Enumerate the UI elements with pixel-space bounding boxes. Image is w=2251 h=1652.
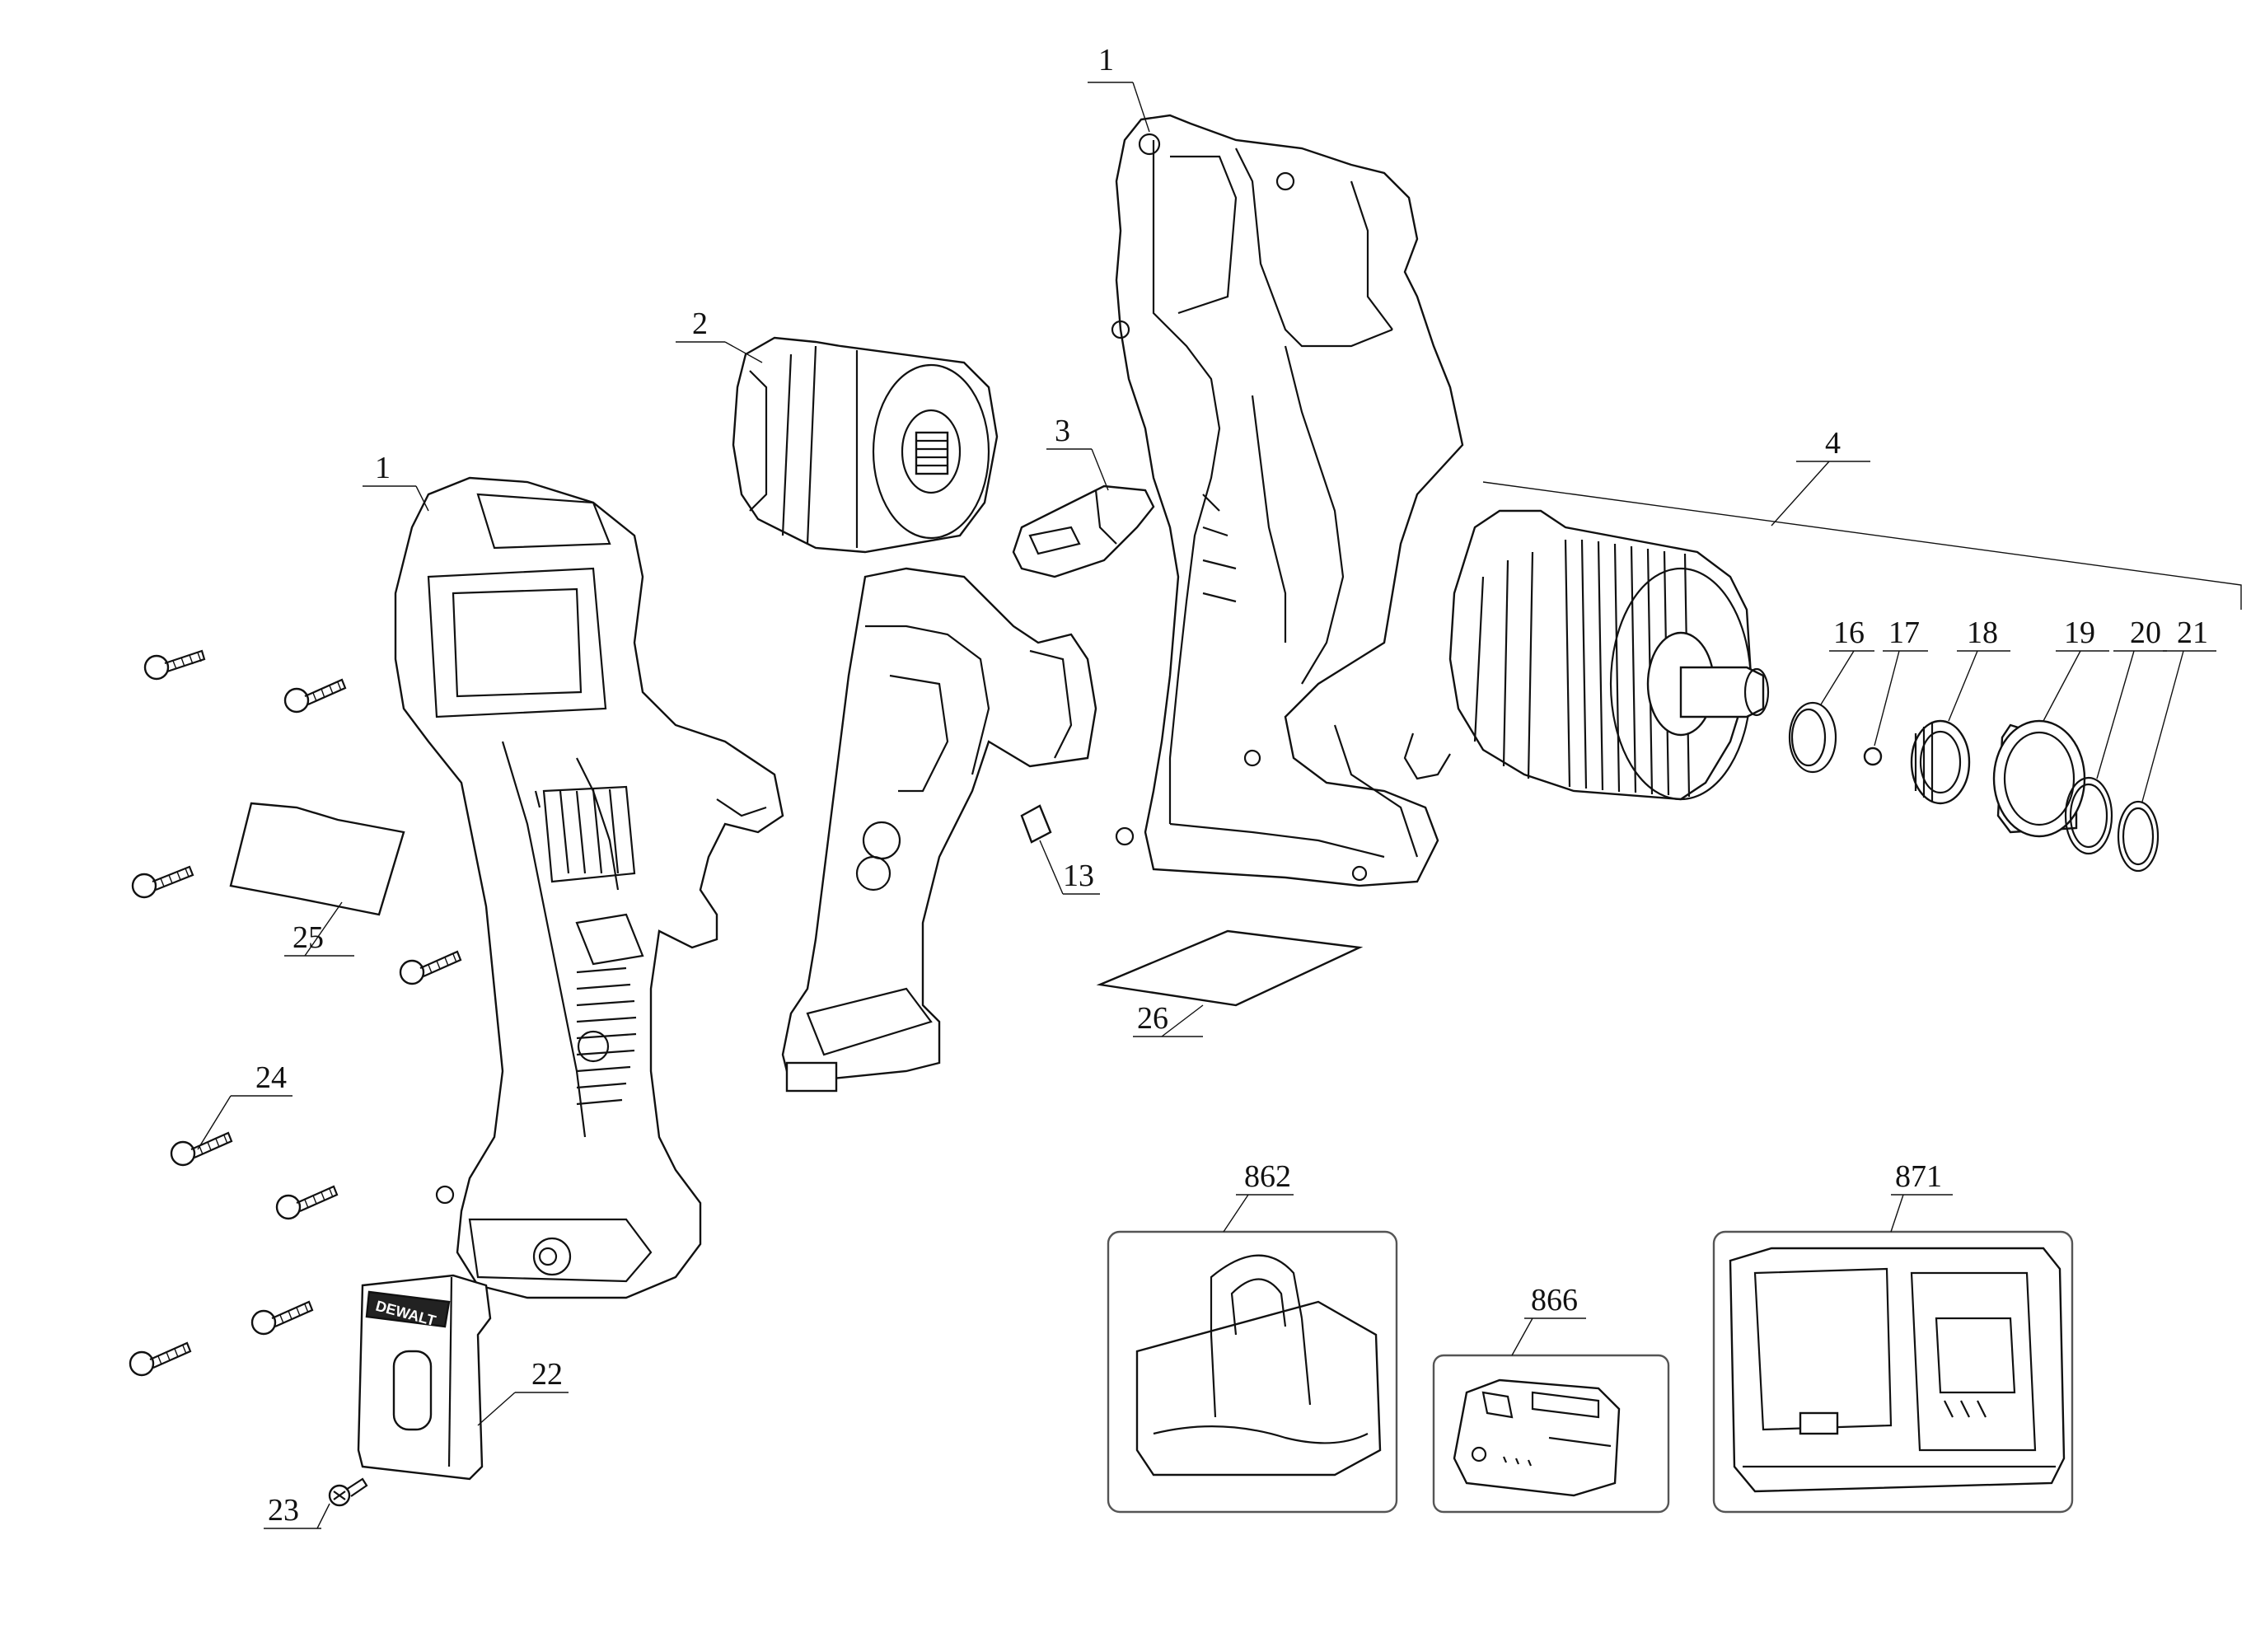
screw	[275, 1185, 339, 1220]
part-sleeve	[1910, 650, 2010, 805]
housing-screws	[129, 649, 462, 1377]
part-ring-20	[2064, 650, 2167, 855]
label-part-18: 18	[1967, 615, 1998, 650]
part-nameplate	[1096, 929, 1364, 1037]
screw	[170, 1131, 233, 1167]
label-part-1-right: 1	[1098, 43, 1114, 77]
part-label-plate	[229, 802, 405, 957]
label-part-4: 4	[1825, 426, 1841, 461]
screw	[399, 950, 462, 985]
label-part-1-left: 1	[375, 451, 391, 485]
label-part-24: 24	[255, 1060, 287, 1095]
label-part-3: 3	[1055, 414, 1070, 448]
part-clip-screw	[264, 1477, 368, 1529]
part-collar	[1992, 650, 2109, 838]
label-part-16: 16	[1833, 615, 1865, 650]
part4-bracket	[1482, 461, 2242, 610]
screw	[250, 1300, 314, 1336]
accessory-bag-box	[1107, 1194, 1398, 1514]
leader-3	[1091, 448, 1109, 491]
part-housing-right	[1111, 114, 1464, 887]
leader-1-left	[415, 485, 429, 512]
label-part-862: 862	[1244, 1159, 1291, 1194]
clip-logo: DEWALT	[365, 1290, 451, 1329]
part-pin	[1020, 804, 1100, 895]
part-switch-assembly	[781, 567, 1097, 1093]
label-part-25: 25	[292, 920, 324, 955]
label-part-17: 17	[1888, 615, 1920, 650]
label-part-19: 19	[2064, 615, 2095, 650]
part-ring-21	[2117, 650, 2216, 873]
label-part-871: 871	[1895, 1159, 1942, 1194]
label-part-13: 13	[1063, 859, 1094, 893]
screw	[131, 865, 194, 899]
label-part-866: 866	[1531, 1283, 1578, 1317]
screw	[143, 649, 206, 681]
label-part-2: 2	[692, 307, 708, 341]
screw	[283, 678, 347, 714]
label-part-20: 20	[2130, 615, 2161, 650]
part-clutch-spring	[1788, 650, 1874, 774]
label-part-21: 21	[2177, 615, 2208, 650]
screw	[129, 1341, 192, 1377]
part-ball	[1863, 650, 1928, 766]
label-part-26: 26	[1137, 1001, 1168, 1036]
leader-2	[724, 341, 763, 363]
label-part-23: 23	[268, 1493, 299, 1528]
accessory-charger-box	[1712, 1194, 2074, 1514]
part-belt-clip: DEWALT	[357, 1274, 569, 1481]
leader-1-right	[1132, 82, 1150, 133]
part-housing-left	[394, 476, 784, 1299]
part-transmission	[1403, 509, 1770, 801]
label-part-22: 22	[531, 1357, 563, 1392]
accessory-battery-box	[1432, 1317, 1670, 1514]
part-switch-component	[1012, 484, 1155, 578]
part-motor	[732, 336, 999, 554]
